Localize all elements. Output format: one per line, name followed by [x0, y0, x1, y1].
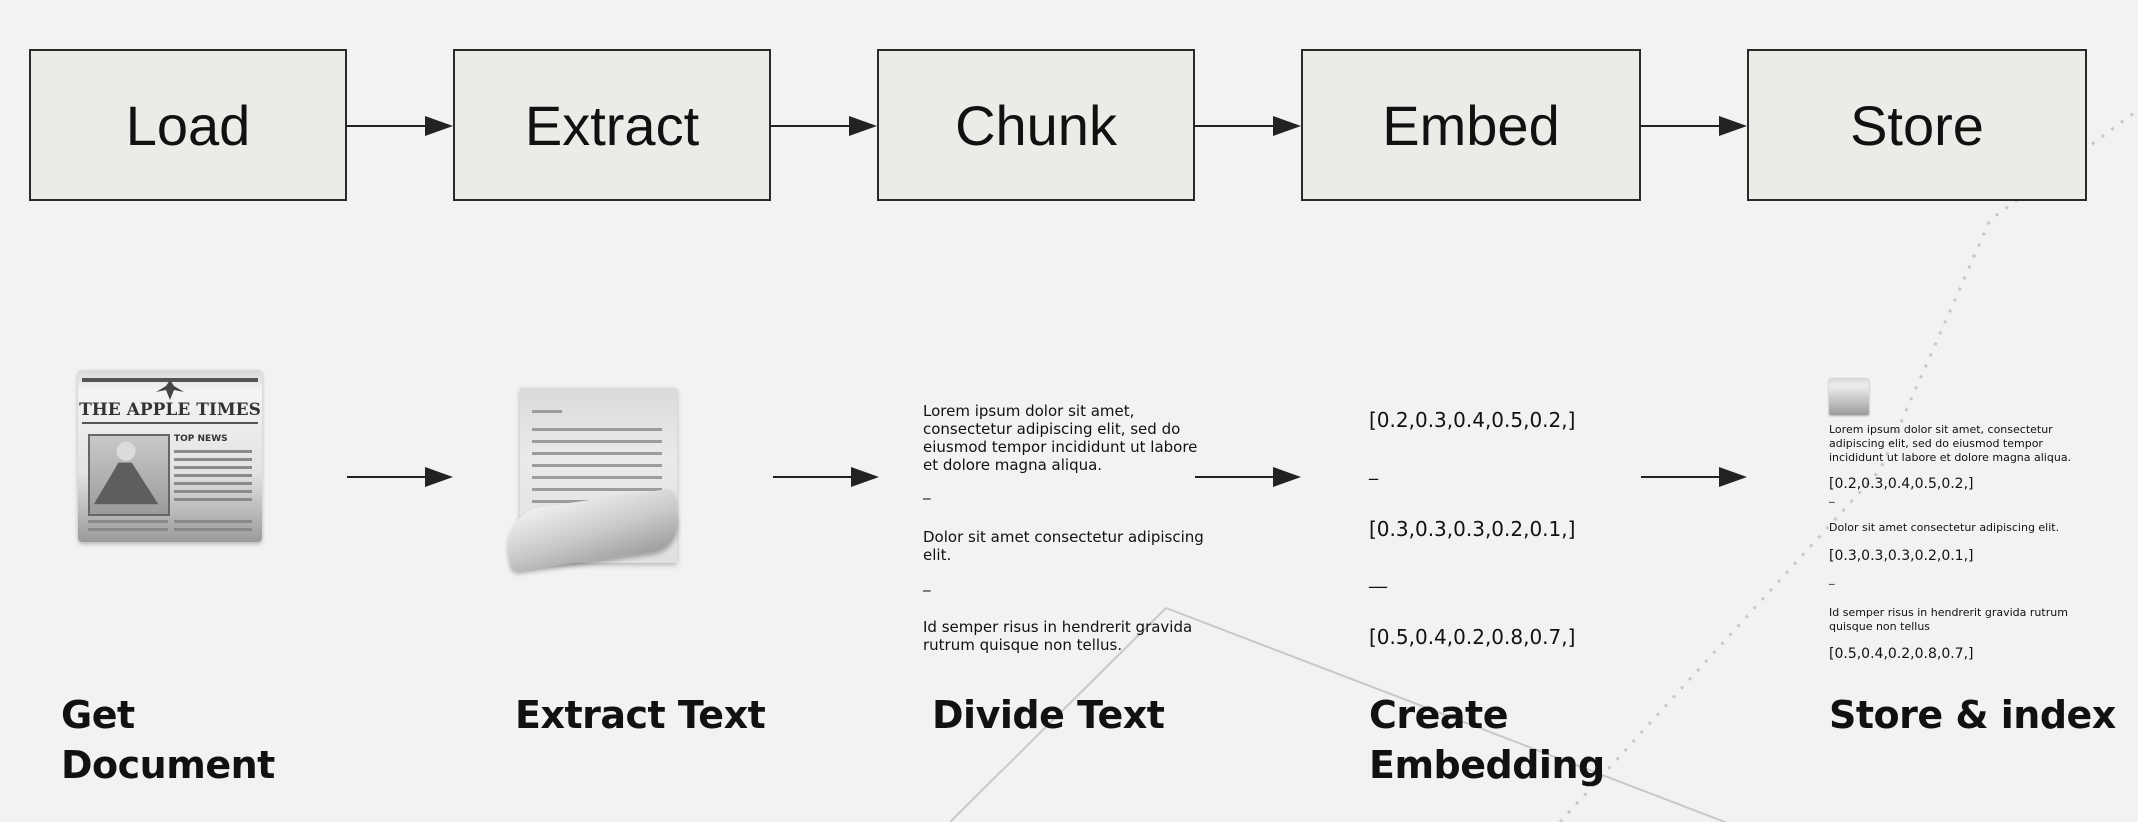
embedding-2: [0.3,0.3,0.3,0.2,0.1,] [1369, 517, 1576, 541]
stage-extract: Extract [453, 49, 771, 201]
stage-embed: Embed [1301, 49, 1641, 201]
store-text-line: Dolor sit amet consectetur adipiscing el… [1829, 521, 2060, 534]
eagle-icon [156, 380, 184, 400]
store-text-line: Lorem ipsum dolor sit amet, consectetur [1829, 423, 2053, 436]
embedding-separator-2: __ [1369, 568, 1387, 589]
arrow-extract-chunk [771, 116, 877, 136]
chunk-separator-2: _ [923, 574, 931, 592]
arrow-embed-store [1641, 116, 1747, 136]
store-text-1: Lorem ipsum dolor sit amet, consectetur … [1829, 423, 2071, 465]
caption-create-embedding-line: Create [1369, 693, 1508, 737]
chunk-1-line: Lorem ipsum dolor sit amet, [923, 402, 1135, 420]
caption-store-index: Store & index [1829, 693, 2116, 737]
store-text-line: incididunt ut labore et dolore magna ali… [1829, 451, 2072, 464]
arrow-chunk-embed [1195, 116, 1301, 136]
caption-extract-text: Extract Text [515, 693, 766, 737]
stage-chunk-label: Chunk [955, 93, 1117, 157]
newspaper-headline: TOP NEWS [174, 434, 228, 444]
store-separator-1: _ [1829, 490, 1835, 503]
stage-store-label: Store [1850, 93, 1984, 157]
caption-get-document-line: Document [61, 743, 275, 787]
store-embedding-1: [0.2,0.3,0.4,0.5,0.2,] [1829, 476, 1974, 492]
chunk-2-line: Dolor sit amet consectetur adipiscing [923, 528, 1204, 546]
mini-newspaper-image [1829, 378, 1869, 415]
store-text-line: quisque non tellus [1829, 620, 1931, 633]
caption-create-embedding: Create Embedding [1369, 690, 1605, 790]
stage-load: Load [29, 49, 347, 201]
stage-store: Store [1747, 49, 2087, 201]
chunk-1-line: et dolore magna aliqua. [923, 456, 1103, 474]
stage-embed-label: Embed [1382, 93, 1560, 157]
chunk-1-line: eiusmod tempor incididunt ut labore [923, 438, 1198, 456]
store-text-line: Id semper risus in hendrerit gravida rut… [1829, 606, 2068, 619]
embedding-3: [0.5,0.4,0.2,0.8,0.7,] [1369, 625, 1576, 649]
caption-get-document-line: Get [61, 693, 135, 737]
newspaper-title: THE APPLE TIMES [79, 400, 261, 420]
chunk-1-line: consectetur adipiscing elit, sed do [923, 420, 1181, 438]
store-embedding-3: [0.5,0.4,0.2,0.8,0.7,] [1829, 646, 1974, 662]
chunk-2: Dolor sit amet consectetur adipiscing el… [923, 528, 1204, 564]
caption-get-document: Get Document [61, 690, 275, 790]
chunk-3-line: rutrum quisque non tellus. [923, 636, 1123, 654]
volcano-photo [88, 434, 170, 516]
stage-load-label: Load [125, 93, 251, 157]
embedding-1: [0.2,0.3,0.4,0.5,0.2,] [1369, 408, 1576, 432]
chunk-3: Id semper risus in hendrerit gravida rut… [923, 618, 1192, 654]
store-text-2: Dolor sit amet consectetur adipiscing el… [1829, 521, 2059, 535]
chunk-1: Lorem ipsum dolor sit amet, consectetur … [923, 402, 1197, 474]
newspaper-image: THE APPLE TIMES TOP NEWS [78, 370, 262, 542]
store-embedding-2: [0.3,0.3,0.3,0.2,0.1,] [1829, 548, 1974, 564]
caption-divide-text: Divide Text [932, 693, 1165, 737]
store-separator-2: _ [1829, 572, 1835, 585]
stage-chunk: Chunk [877, 49, 1195, 201]
stage-extract-label: Extract [524, 93, 700, 157]
store-text-3: Id semper risus in hendrerit gravida rut… [1829, 606, 2068, 634]
arrow-document-text [347, 467, 453, 487]
chunk-separator-1: _ [923, 482, 931, 500]
store-text-line: adipiscing elit, sed do eiusmod tempor [1829, 437, 2043, 450]
caption-create-embedding-line: Embedding [1369, 743, 1605, 787]
arrow-load-extract [347, 116, 453, 136]
arrow-text-chunks [773, 467, 879, 487]
embedding-separator-1: _ [1369, 460, 1378, 481]
chunk-2-line: elit. [923, 546, 952, 564]
chunk-3-line: Id semper risus in hendrerit gravida [923, 618, 1193, 636]
arrow-chunks-embeddings [1195, 467, 1301, 487]
arrow-embeddings-store [1641, 467, 1747, 487]
